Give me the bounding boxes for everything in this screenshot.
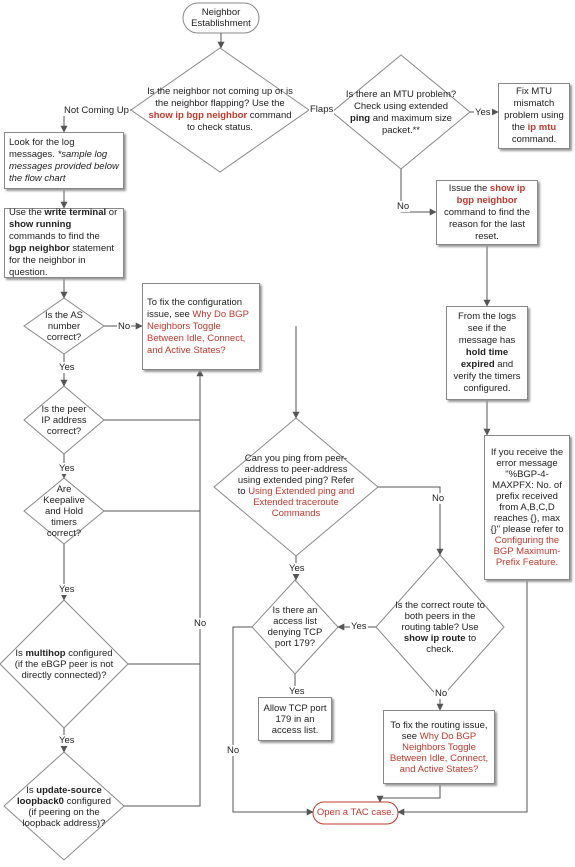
maxpfx-a: If you receive the error message "%BGP-4…	[490, 447, 564, 535]
issue-b: show ip bgp neighbor	[456, 182, 526, 206]
box-fix-routing: To fix the routing issue, see Why Do BGP…	[383, 710, 495, 784]
label-yes-mtu: Yes	[474, 107, 492, 118]
ping-link[interactable]: Using Extended ping and Extended tracero…	[248, 486, 355, 519]
fixroute-a: To fix the routing issue, see	[390, 719, 488, 742]
decision-route: Is the correct route to both peers in th…	[392, 583, 488, 671]
d1-text-c: command to check status.	[186, 110, 292, 133]
box-fix-config: To fix the configuration issue, see Why …	[142, 283, 260, 370]
label-flaps: Flaps	[309, 104, 335, 115]
route-c: to check.	[426, 632, 477, 655]
label-yes-as: Yes	[58, 362, 76, 373]
decision-neighbor-state: Is the neighbor not coming up or is the …	[146, 66, 294, 154]
decision-mtu: Is there an MTU problem? Check using ext…	[345, 72, 457, 154]
fix-mtu-a: Fix MTU mismatch problem using the	[504, 86, 564, 133]
us-c: configured (if peering on the loopback a…	[22, 796, 111, 829]
label-yes-peer: Yes	[58, 463, 76, 474]
wt-a: Use the	[9, 207, 45, 218]
mh-a: Is	[15, 647, 26, 659]
box-logs-hold-time: From the logs see if the message has hol…	[446, 306, 528, 400]
label-no-loop: No	[193, 618, 208, 629]
label-no-ping: No	[431, 493, 446, 504]
fixroute-link[interactable]: Why Do BGP Neighbors Toggle Between Idle…	[389, 730, 489, 775]
edge-mtu-no	[400, 169, 437, 216]
fixcfg-a: To fix the configuration issue, see	[147, 296, 243, 320]
wt-b: write terminal	[44, 207, 107, 218]
label-yes-timers: Yes	[58, 584, 76, 595]
label-no-mtu: No	[396, 201, 411, 212]
logs-c: and verify the timers configured.	[453, 359, 521, 394]
label-no-as: No	[117, 321, 132, 332]
edge-acl-no	[232, 626, 314, 816]
decision-as-number: Is the AS number correct?	[44, 309, 84, 343]
route-b: show ip route	[403, 632, 466, 644]
d1-text-a: Is the neighbor not coming up or is the …	[147, 86, 293, 109]
edge-ping-no	[378, 486, 444, 556]
decision-multihop: Is multihop configured (if the eBGP peer…	[14, 632, 114, 696]
issue-a: Issue the	[448, 182, 490, 194]
label-yes-multihop: Yes	[58, 735, 76, 746]
end-open-tac-case[interactable]: Open a TAC case.	[316, 807, 395, 818]
label-yes-acl: Yes	[288, 686, 306, 697]
fix-mtu-b: ip mtu	[527, 122, 557, 133]
mh-b: multihop	[25, 647, 66, 659]
mtu-text-c: and maximum size packet.**	[370, 113, 452, 136]
fix-mtu-c: command.	[511, 134, 557, 145]
decision-neighbor-state-shape	[130, 47, 310, 173]
edge-routing-fix-to-end	[376, 784, 441, 803]
mtu-text-b: ping	[350, 113, 371, 124]
edge-maxpfx-to-end	[397, 580, 528, 816]
box-maxpfx: If you receive the error message "%BGP-4…	[484, 435, 570, 580]
decision-update-source-shape	[3, 751, 125, 861]
decision-acl: Is there an access list denying TCP port…	[267, 605, 323, 649]
fixcfg-link[interactable]: Why Do BGP Neighbors Toggle Between Idle…	[147, 308, 249, 356]
edge-branches-to-fix-config	[104, 370, 200, 807]
decision-update-source: Is update-source loopback0 configured (i…	[16, 778, 112, 836]
issue-c: command to find the reason for the last …	[443, 206, 531, 242]
decision-timers: Are Keepalive and Hold timers correct?	[43, 484, 85, 539]
box-allow-tcp: Allow TCP port 179 in an access list.	[258, 697, 332, 741]
ping-a: Can you ping from peer-address to peer-a…	[237, 453, 355, 497]
maxpfx-link[interactable]: Configuring the BGP Maximum-Prefix Featu…	[493, 535, 561, 568]
wt-c: or	[106, 207, 118, 218]
log-a: Look for the log messages.	[9, 136, 75, 160]
box-write-terminal: Use the write terminal or show running c…	[4, 207, 124, 278]
label-yes-route: Yes	[350, 621, 368, 632]
wt-g: statement for the neighbor in question.	[9, 243, 115, 278]
mh-c: configured (if the eBGP peer is not dire…	[14, 647, 114, 681]
start-label: Neighbor Establishment	[191, 7, 251, 29]
logs-b: hold time expired	[460, 347, 509, 370]
logs-a: From the logs see if the message has	[457, 311, 517, 346]
box-look-for-logs: Look for the log messages. *sample log m…	[4, 132, 124, 189]
label-no-acl: No	[226, 745, 241, 756]
label-no-route: No	[434, 688, 449, 699]
wt-f: bgp neighbor	[9, 243, 70, 254]
wt-d: show running	[9, 219, 72, 230]
route-a: Is the correct route to both peers in th…	[395, 599, 485, 633]
label-not-coming-up: Not Coming Up	[63, 105, 130, 116]
wt-e: commands to find the	[9, 231, 100, 242]
d1-text-b: show ip bgp neighbor	[148, 110, 248, 121]
us-b: update-source loopback0	[16, 785, 102, 807]
decision-peer-ip: Is the peer IP address correct?	[41, 403, 87, 437]
box-fix-mtu: Fix MTU mismatch problem using the ip mt…	[498, 83, 570, 149]
mtu-text-a: Is there an MTU problem? Check using ext…	[345, 89, 457, 112]
decision-ping: Can you ping from peer-address to peer-a…	[236, 442, 356, 530]
us-a: Is	[26, 785, 37, 796]
log-b: *sample log messages provided below the …	[9, 148, 119, 184]
box-issue-show-bgp: Issue the show ip bgp neighbor command t…	[436, 180, 538, 245]
label-yes-ping: Yes	[288, 563, 306, 574]
